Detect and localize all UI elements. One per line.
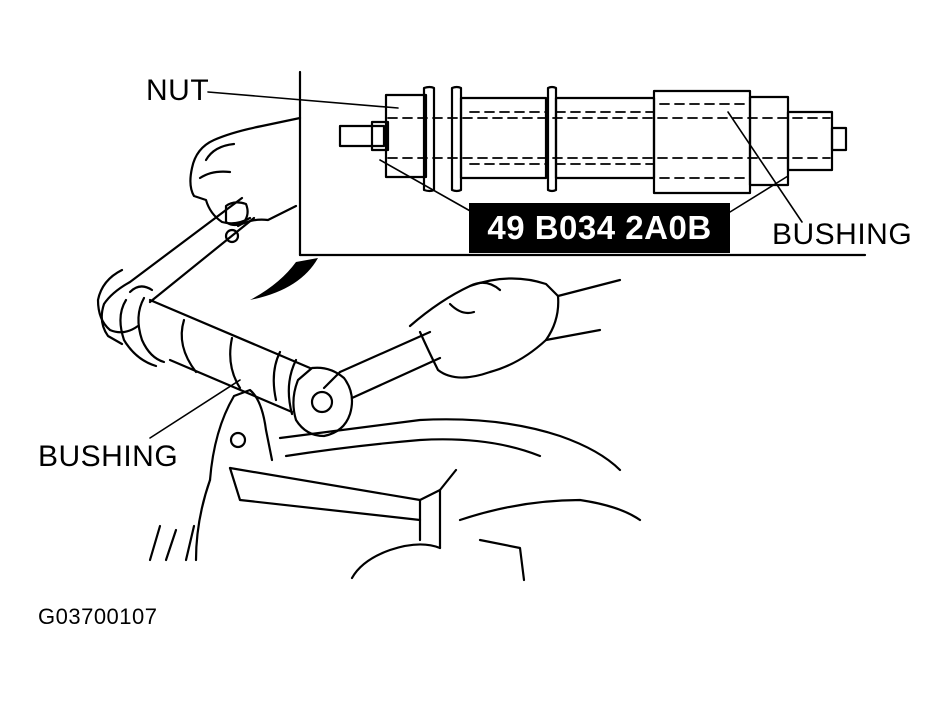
vehicle-frame (148, 388, 642, 582)
shadow-wedge (250, 258, 318, 300)
bushing-main-leader (149, 379, 241, 439)
inset-frame (298, 70, 867, 257)
tool-number-label: 49 B034 2A0B (469, 203, 730, 253)
inset-tool-drawing (207, 85, 848, 223)
main-tool (119, 296, 354, 438)
nut-label: NUT (146, 74, 210, 107)
upper-wrench (96, 196, 256, 346)
figure-code: G03700107 (38, 604, 158, 629)
lower-hand (338, 277, 622, 400)
upper-hand (189, 116, 302, 244)
bushing-main-label: BUSHING (38, 440, 179, 473)
bushing-inset-label: BUSHING (772, 218, 913, 251)
